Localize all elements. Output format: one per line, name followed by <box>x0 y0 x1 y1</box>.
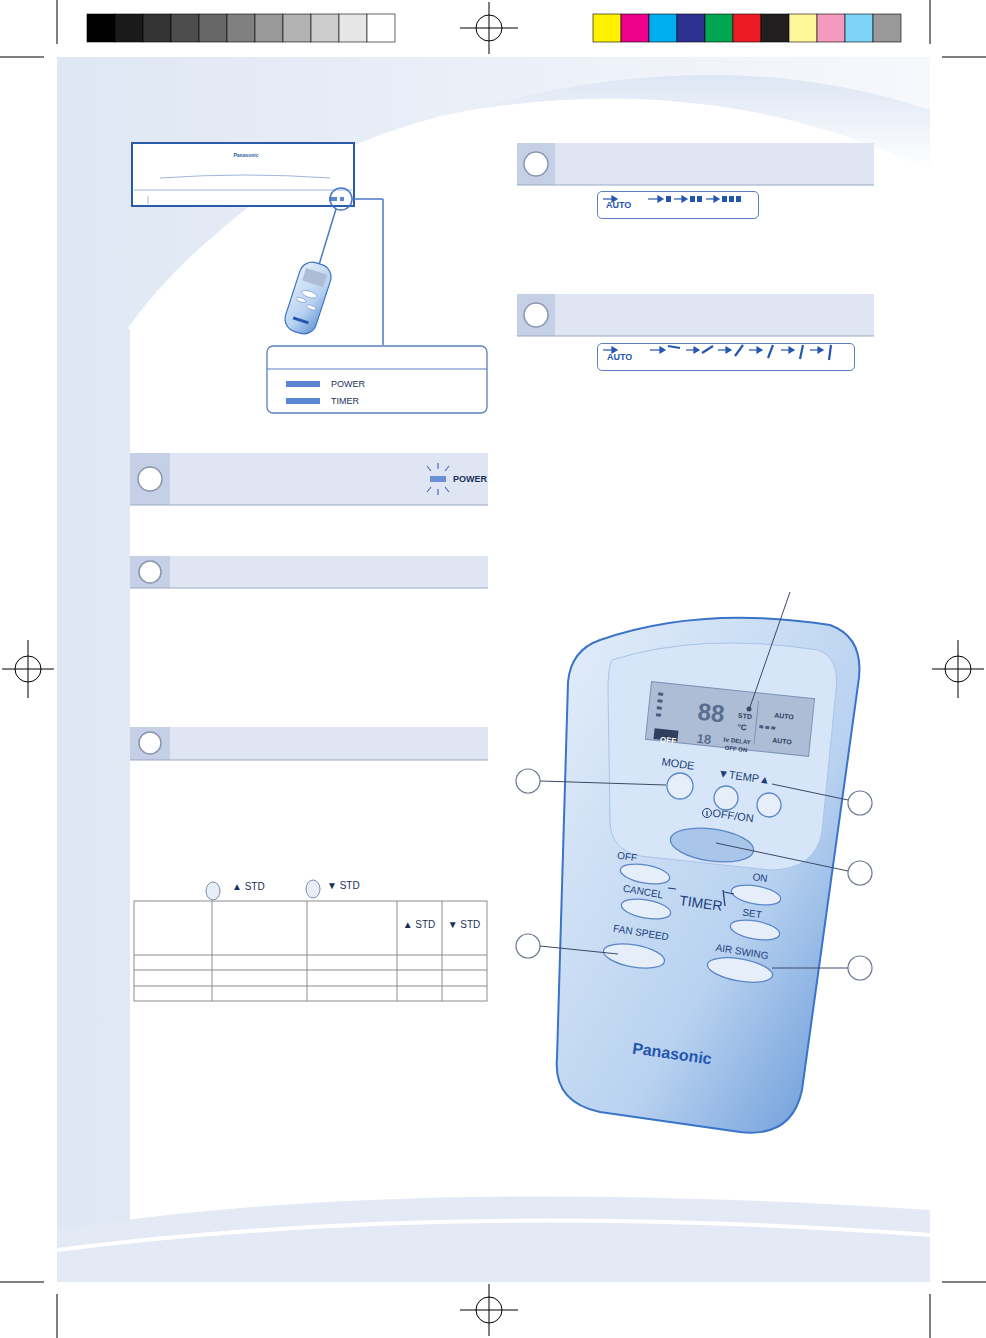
display-digits: 18 <box>696 732 712 746</box>
node-text: AUTO <box>606 201 631 210</box>
sequence-box: AUTO <box>597 343 855 371</box>
display-indicator: OFF <box>660 736 677 746</box>
button-label: ON <box>752 872 768 884</box>
legend-swatch <box>286 381 320 387</box>
sequence-box: AUTO <box>597 191 759 219</box>
brand-name: Panasonic <box>233 153 258 158</box>
legend-text: POWER <box>331 380 365 389</box>
node-text: POWER <box>453 475 487 484</box>
legend-swatch <box>286 398 320 404</box>
section-band: POWER <box>130 453 492 505</box>
display-unit: °C <box>737 724 747 733</box>
table-header: ▼ STD <box>448 920 481 930</box>
display-digits: 88 <box>696 700 725 727</box>
button-symbol: ▼ STD <box>327 881 360 891</box>
table-header: ▲ STD <box>403 920 436 930</box>
legend-text: TIMER <box>331 397 359 406</box>
node-text: AUTO <box>607 353 632 362</box>
button-symbol: ▲ STD <box>232 882 265 892</box>
display-indicator: STD <box>738 712 753 720</box>
